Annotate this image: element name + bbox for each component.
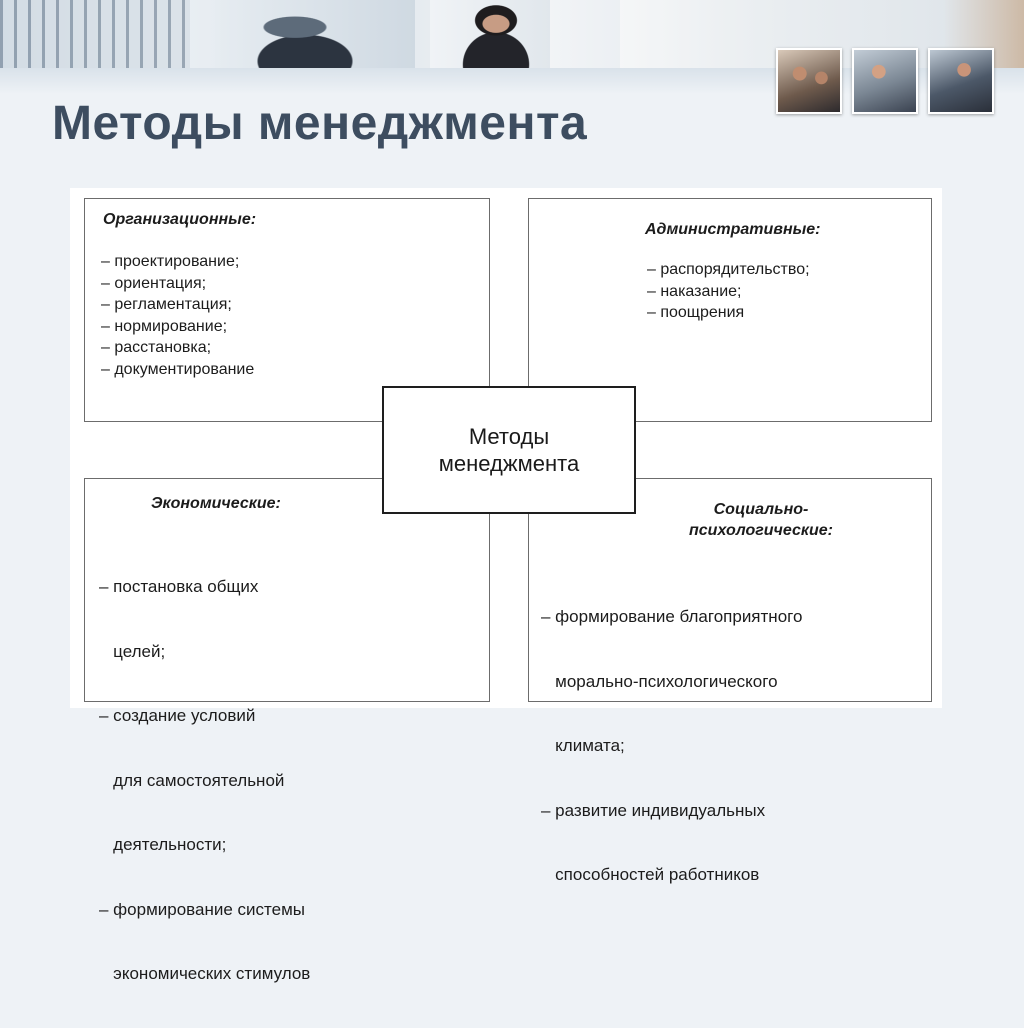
center-box-methods: Методы менеджмента [382, 386, 636, 514]
list-item: – документирование [101, 360, 255, 378]
list-item: для самостоятельной [99, 770, 285, 790]
center-label-line-1: Методы [468, 424, 550, 449]
list-item: климата; [541, 736, 625, 755]
photo-thumbnail-3 [928, 48, 994, 114]
list-item: целей; [99, 641, 166, 661]
list-item: – формирование благоприятного [541, 607, 803, 626]
list-item: – нормирование; [101, 317, 228, 335]
economic-heading: Экономические: [151, 495, 281, 512]
list-item: способностей работников [541, 865, 760, 884]
heading-line-2: психологические: [689, 522, 833, 539]
photo-thumbnail-2 [852, 48, 918, 114]
socio-psychological-heading: Социально- психологические: [651, 499, 871, 541]
businesswoman-photo [430, 0, 550, 68]
list-item: – формирование системы [99, 899, 305, 919]
list-item: – постановка общих [99, 577, 259, 596]
economic-list: – постановка общих целей; – создание усл… [99, 533, 310, 1028]
heading-line-1: Социально- [713, 501, 809, 518]
list-item: – проектирование; [101, 253, 240, 270]
list-item: – создание условий [99, 706, 256, 725]
list-item: – расстановка; [101, 339, 212, 356]
businessman-laptop-photo [215, 0, 415, 68]
organizational-list: – проектирование; – ориентация; – реглам… [101, 251, 254, 380]
photo-thumbnail-1 [776, 48, 842, 114]
center-label-line-2: менеджмента [438, 451, 580, 476]
slide-title: Методы менеджмента [52, 97, 588, 150]
economic-methods-box: Экономические: – постановка общих целей;… [84, 478, 490, 983]
socio-psychological-methods-box: Социально- психологические: – формирован… [528, 478, 932, 884]
list-item: деятельности; [99, 835, 227, 854]
organizational-methods-box: Организационные: – проектирование; – ори… [84, 198, 490, 422]
list-item: экономических стимулов [99, 964, 311, 983]
administrative-methods-box: Административные: – распорядительство; –… [528, 198, 932, 422]
building-photo [0, 0, 190, 68]
socio-psychological-list: – формирование благоприятного морально-п… [541, 563, 802, 929]
list-item: – наказание; [647, 282, 742, 300]
list-item: – регламентация; [101, 296, 232, 313]
list-item: – ориентация; [101, 274, 207, 292]
list-item: – распорядительство; [647, 261, 810, 278]
list-item: – развитие индивидуальных [541, 800, 766, 820]
administrative-list: – распорядительство; – наказание; – поощ… [647, 259, 810, 324]
administrative-heading: Административные: [645, 221, 821, 238]
list-item: – поощрения [647, 304, 745, 321]
organizational-heading: Организационные: [103, 211, 257, 228]
list-item: морально-психологического [541, 671, 778, 691]
methods-diagram: Организационные: – проектирование; – ори… [70, 188, 942, 983]
